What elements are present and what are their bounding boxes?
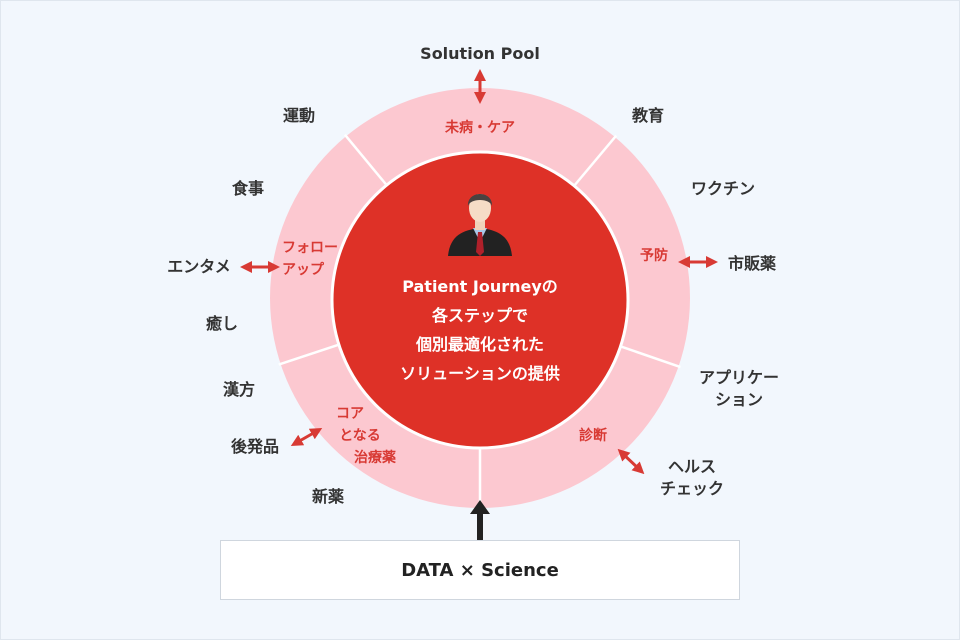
person-icon xyxy=(448,194,512,256)
label-education: 教育 xyxy=(631,106,665,125)
label-application-line1: アプリケー xyxy=(698,368,780,387)
segment-follow-up: フォロー アップ xyxy=(282,237,338,281)
segment-core-line3: 治療薬 xyxy=(354,450,396,466)
ring-divider xyxy=(569,134,618,192)
solution-pool-label: Solution Pool xyxy=(420,44,540,63)
data-arrow xyxy=(470,500,490,540)
label-diet: 食事 xyxy=(231,179,265,198)
label-health-line1: ヘルス xyxy=(667,457,717,476)
ring-dividers xyxy=(278,133,681,510)
center-line1: Patient Journeyの xyxy=(402,277,558,296)
data-science-box: DATA × Science xyxy=(220,540,740,600)
arrow-health-check xyxy=(617,448,645,475)
center-line3: 個別最適化された xyxy=(415,335,544,354)
label-otc: 市販薬 xyxy=(727,254,777,273)
label-entertainment: エンタメ xyxy=(167,257,231,276)
data-science-label: DATA × Science xyxy=(401,559,559,581)
label-kampo: 漢方 xyxy=(222,380,256,399)
label-application: アプリケー ション xyxy=(699,367,779,411)
segment-core-line2: となる xyxy=(339,428,381,444)
label-application-line2: ション xyxy=(714,390,764,409)
label-new-drug: 新薬 xyxy=(311,487,345,506)
segment-follow-line2: アップ xyxy=(282,262,324,278)
center-message: Patient Journeyの 各ステップで 個別最適化された ソリューション… xyxy=(400,272,560,388)
arrows xyxy=(240,69,718,475)
center-line2: 各ステップで xyxy=(431,306,528,325)
segment-follow-line1: フォロー xyxy=(282,240,338,256)
segment-diagnosis: 診断 xyxy=(579,428,607,444)
center-line4: ソリューションの提供 xyxy=(400,364,560,383)
label-healing: 癒し xyxy=(205,314,239,333)
label-vaccine: ワクチン xyxy=(690,179,756,198)
segment-core-treatment: コア となる 治療薬 xyxy=(334,403,396,469)
core-circle xyxy=(330,150,630,450)
label-health-line2: チェック xyxy=(659,479,725,498)
arrow-generic xyxy=(290,428,323,446)
segment-core-line1: コア xyxy=(336,406,364,422)
ring-divider xyxy=(611,342,681,369)
segment-care: 未病・ケア xyxy=(445,120,515,136)
ring-divider xyxy=(278,340,348,366)
ring-divider xyxy=(343,133,392,191)
label-health-check: ヘルス チェック xyxy=(660,456,724,500)
label-generic: 後発品 xyxy=(230,437,280,456)
segment-prevention: 予防 xyxy=(640,248,668,264)
label-exercise: 運動 xyxy=(282,106,316,125)
